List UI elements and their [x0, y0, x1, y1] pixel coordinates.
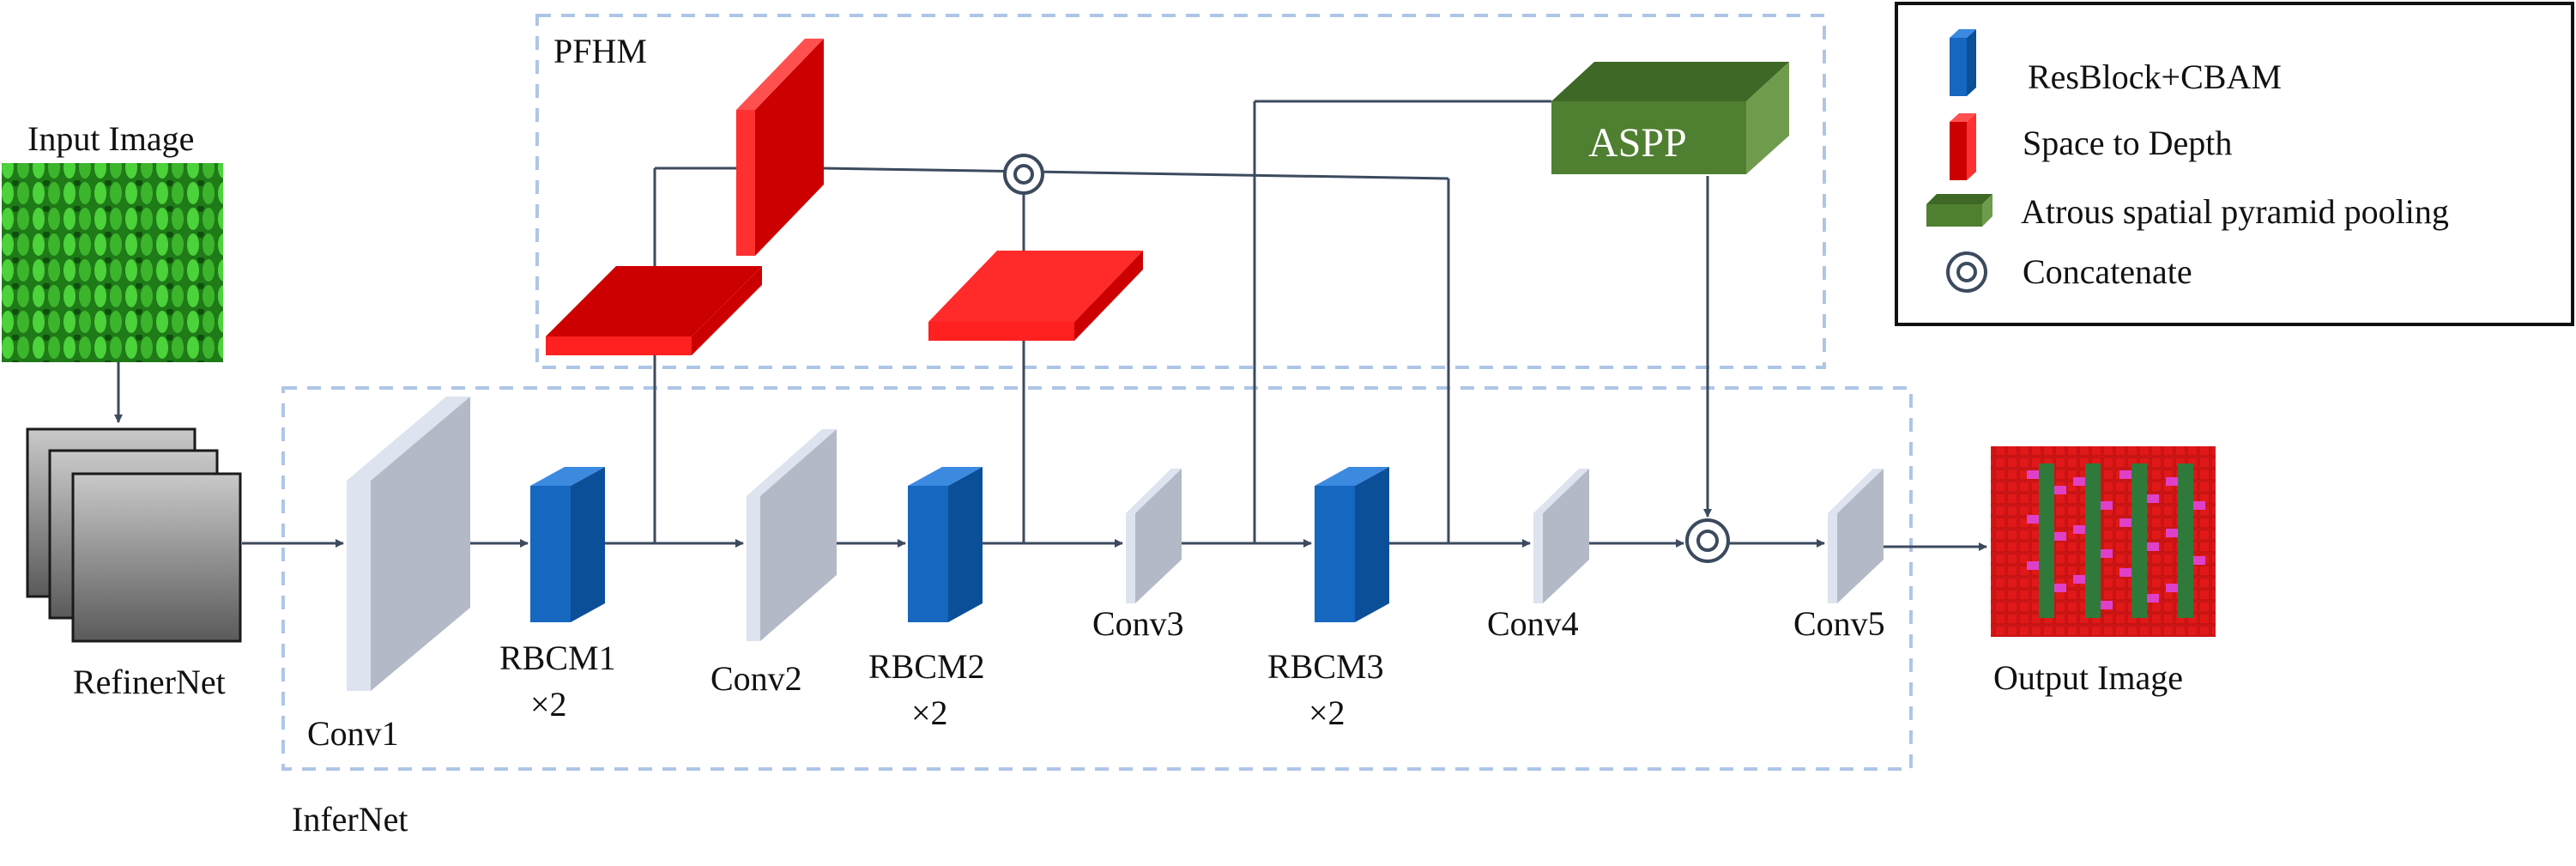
pfhm-horizontal-line — [821, 167, 1449, 180]
aspp-block — [1551, 62, 1789, 174]
rbcm1-block — [530, 467, 605, 622]
rbcm2-times: ×2 — [911, 693, 948, 732]
refinernet-stack — [26, 427, 242, 643]
legend: ResBlock+CBAM Space to Depth Atrous spat… — [1895, 2, 2574, 326]
pfhm-label: PFHM — [553, 32, 647, 70]
conv4-label: Conv4 — [1487, 604, 1579, 643]
output-image-label: Output Image — [1993, 658, 2183, 697]
concatenate-legend-icon — [1946, 251, 1987, 293]
input-image — [2, 163, 223, 362]
conv5-block — [1828, 469, 1884, 603]
conv2-block — [747, 429, 837, 641]
rbcm2-block — [908, 467, 983, 622]
legend-label-std: Space to Depth — [2023, 124, 2232, 162]
rbcm1-times: ×2 — [530, 685, 567, 724]
legend-label-resblock: ResBlock+CBAM — [2028, 58, 2282, 96]
conv3-block — [1126, 469, 1182, 603]
pfhm-box — [535, 14, 1826, 369]
conv4-block — [1533, 469, 1589, 603]
red-block-icon — [1950, 113, 1976, 180]
conv5-label: Conv5 — [1793, 604, 1885, 643]
output-image — [1991, 446, 2216, 637]
rbcm3-label: RBCM3 — [1267, 647, 1384, 686]
infernet-label: InferNet — [292, 800, 408, 839]
blue-block-icon — [1950, 29, 1976, 96]
refinernet-label: RefinerNet — [73, 663, 226, 701]
infernet-box — [281, 386, 1913, 771]
concatenate-icon-top — [1003, 154, 1044, 195]
concatenate-icon — [1685, 518, 1730, 563]
space-to-depth-flat-2 — [928, 251, 1143, 341]
rbcm2-label: RBCM2 — [868, 647, 985, 686]
aspp-label: ASPP — [1588, 120, 1687, 166]
space-to-depth-flat-1 — [546, 266, 762, 355]
green-block-icon — [1926, 194, 1992, 227]
input-image-label: Input Image — [27, 119, 194, 158]
legend-label-aspp: Atrous spatial pyramid pooling — [2021, 192, 2449, 231]
legend-label-concat: Concatenate — [2023, 252, 2192, 291]
conv1-block — [347, 397, 470, 691]
conv1-label: Conv1 — [307, 714, 399, 753]
rbcm3-block — [1315, 467, 1389, 622]
space-to-depth-vertical — [736, 39, 824, 256]
rbcm3-times: ×2 — [1309, 693, 1345, 732]
conv3-label: Conv3 — [1092, 604, 1184, 643]
rbcm1-label: RBCM1 — [499, 639, 616, 677]
conv2-label: Conv2 — [711, 659, 802, 698]
